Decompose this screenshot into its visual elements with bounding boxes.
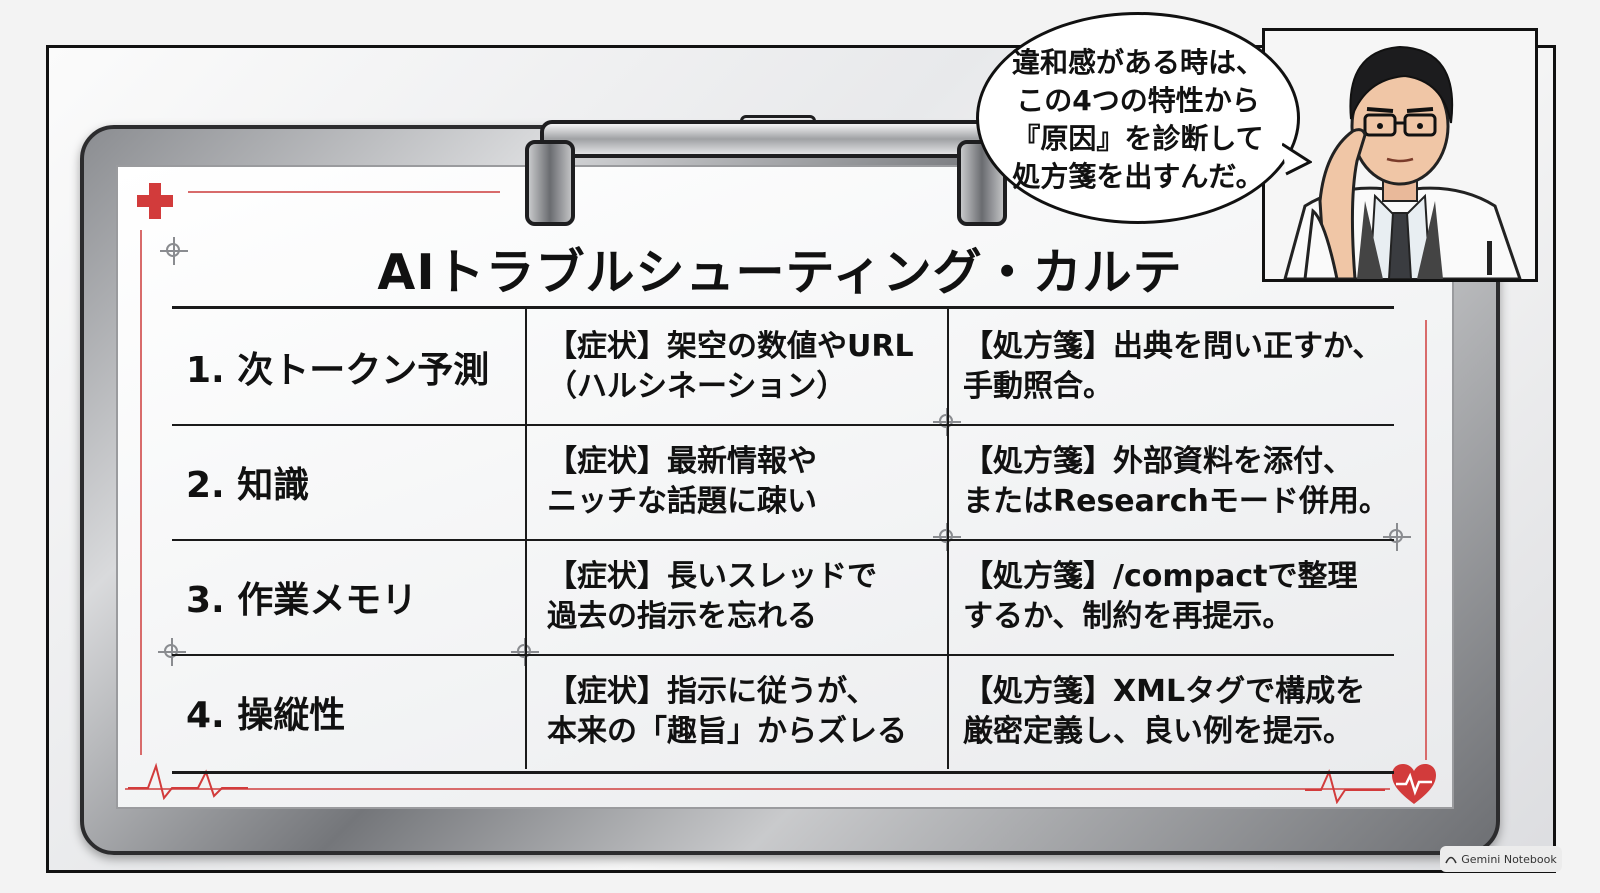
speech-bubble-tail	[1282, 142, 1312, 176]
decor-line-left	[140, 230, 142, 755]
table-row: 2. 知識 【症状】最新情報や ニッチな話題に疎い 【処方箋】外部資料を添付、 …	[172, 424, 1394, 541]
trait-cell: 3. 作業メモリ	[186, 579, 418, 621]
prescription-cell: 【処方箋】/compactで整理 するか、制約を再提示。	[947, 539, 1394, 654]
karte-table: 1. 次トークン予測 【症状】架空の数値やURL （ハルシネーション） 【処方箋…	[172, 306, 1394, 774]
prescription-cell: 【処方箋】出典を問い正すか、 手動照合。	[947, 309, 1394, 424]
ecg-wave-icon	[128, 762, 248, 800]
table-row: 4. 操縦性 【症状】指示に従うが、 本来の「趣旨」からズレる 【処方箋】XML…	[172, 654, 1394, 769]
decor-line-top	[188, 191, 500, 193]
page-title: AIトラブルシューティング・カルテ	[377, 244, 1183, 301]
symptom-cell: 【症状】最新情報や ニッチな話題に疎い	[525, 424, 947, 539]
doctor-illustration	[1262, 28, 1538, 282]
crosshair-icon	[158, 638, 186, 666]
decor-line-bottom	[125, 788, 1390, 790]
table-row: 1. 次トークン予測 【症状】架空の数値やURL （ハルシネーション） 【処方箋…	[172, 309, 1394, 426]
clip-leg-left	[525, 140, 575, 226]
symptom-cell: 【症状】架空の数値やURL （ハルシネーション）	[525, 309, 947, 424]
clipboard-clip	[540, 120, 1018, 158]
trait-cell: 2. 知識	[186, 464, 310, 506]
heart-icon	[1392, 764, 1436, 804]
speech-bubble	[976, 12, 1300, 224]
doctor-portrait-icon	[1283, 45, 1522, 279]
prescription-cell: 【処方箋】XMLタグで構成を 厳密定義し、良い例を提示。	[947, 654, 1394, 769]
symptom-cell: 【症状】長いスレッドで 過去の指示を忘れる	[525, 539, 947, 654]
watermark: Gemini Notebook	[1440, 846, 1562, 872]
watermark-label: Gemini Notebook	[1461, 852, 1557, 866]
trait-cell: 1. 次トークン予測	[186, 349, 490, 391]
crosshair-icon	[1383, 523, 1411, 551]
medical-cross-icon	[137, 183, 173, 219]
notebook-logo-icon	[1445, 856, 1457, 864]
crosshair-icon	[160, 237, 188, 265]
decor-line-right	[1425, 320, 1427, 760]
symptom-cell: 【症状】指示に従うが、 本来の「趣旨」からズレる	[525, 654, 947, 769]
trait-cell: 4. 操縦性	[186, 694, 346, 736]
prescription-cell: 【処方箋】外部資料を添付、 またはResearchモード併用。	[947, 424, 1394, 539]
chart-paper	[116, 165, 1454, 809]
ecg-wave-right-icon	[1305, 769, 1385, 804]
speech-bubble-text: 違和感がある時は、 この4つの特性から 『原因』を診断して 処方箋を出すんだ。	[1011, 46, 1264, 193]
table-row: 3. 作業メモリ 【症状】長いスレッドで 過去の指示を忘れる 【処方箋】/com…	[172, 539, 1394, 656]
